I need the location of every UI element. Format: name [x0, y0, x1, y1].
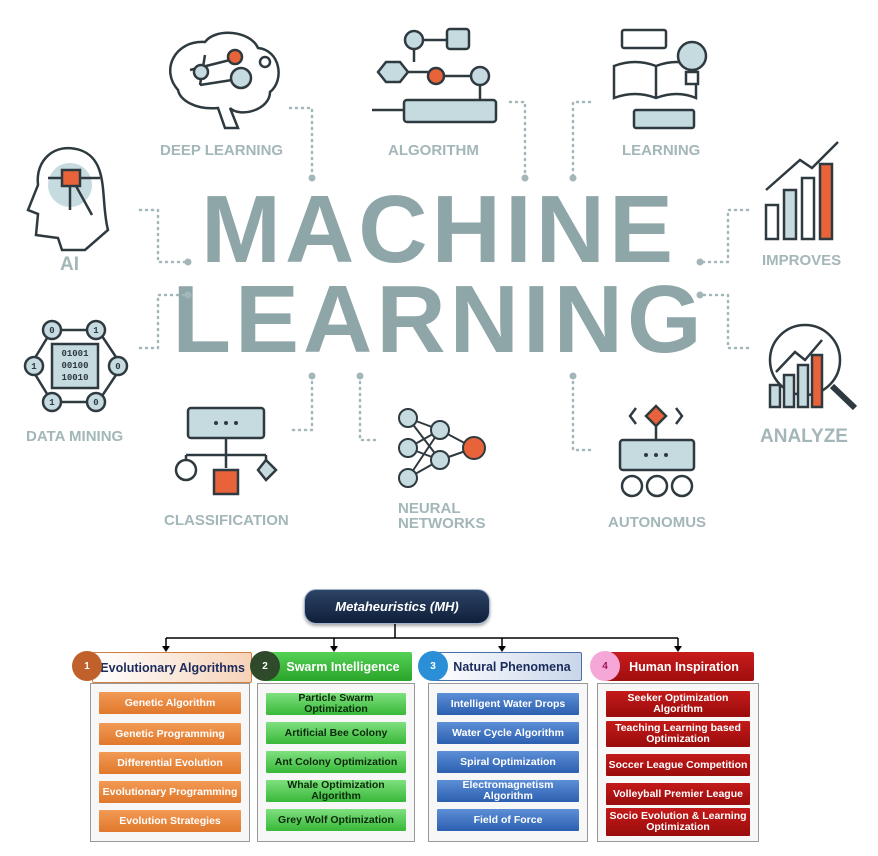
- connector-classification: [288, 374, 314, 432]
- list-item: Whale Optimization Algorithm: [266, 780, 406, 802]
- list-item: Artificial Bee Colony: [266, 722, 406, 744]
- brain-network-icon: [168, 31, 280, 130]
- category-human: Human Inspiration: [604, 652, 754, 681]
- label-autonomus: AUTONOMUS: [608, 514, 707, 531]
- label-improves: IMPROVES: [762, 252, 842, 269]
- list-item: Evolutionary Programming: [99, 781, 241, 803]
- connector-ai: [138, 208, 190, 264]
- connector-autonomus: [571, 374, 592, 452]
- classification-tree-icon: [174, 406, 278, 496]
- label-learning: LEARNING: [622, 142, 701, 159]
- algorithm-flow-icon: [372, 27, 498, 124]
- list-item: Field of Force: [437, 809, 579, 831]
- column-evolutionary: Genetic Algorithm Genetic Programming Di…: [90, 683, 250, 842]
- category-label: Human Inspiration: [629, 659, 739, 674]
- list-item: Evolution Strategies: [99, 810, 241, 832]
- label-data-mining: DATA MINING: [26, 428, 124, 445]
- label-deep-learning: DEEP LEARNING: [160, 142, 284, 159]
- machine-title: MACHINE: [201, 176, 677, 283]
- autonomous-robot-icon: [618, 404, 696, 498]
- svg-text:1: 1: [93, 326, 99, 336]
- svg-text:00100: 00100: [61, 361, 88, 371]
- svg-text:10010: 10010: [61, 373, 88, 383]
- list-item: Spiral Optimization: [437, 751, 579, 773]
- bar-chart-icon: [764, 141, 839, 241]
- list-item: Seeker Optimization Algorithm: [606, 691, 750, 717]
- svg-text:1: 1: [49, 398, 55, 408]
- svg-text:01001: 01001: [61, 349, 89, 359]
- label-analyze: ANALYZE: [760, 426, 848, 447]
- svg-text:1: 1: [31, 362, 37, 372]
- connector-data-mining: [138, 293, 190, 350]
- list-item: Ant Colony Optimization: [266, 751, 406, 773]
- category-label: Evolutionary Algorithms: [100, 660, 245, 675]
- connector-deep-learning: [288, 106, 314, 180]
- list-item: Differential Evolution: [99, 752, 241, 774]
- list-item: Electromagnetism Algorithm: [437, 780, 579, 802]
- list-item: Grey Wolf Optimization: [266, 809, 406, 831]
- book-bulb-icon: [612, 28, 708, 130]
- list-item: Particle Swarm Optimization: [266, 693, 406, 715]
- category-label: Natural Phenomena: [453, 659, 571, 674]
- column-human: Seeker Optimization Algorithm Teaching L…: [597, 683, 759, 842]
- svg-text:0: 0: [115, 362, 120, 372]
- connector-algorithm: [508, 100, 527, 180]
- data-mining-icon: [23, 319, 129, 413]
- category-evolutionary: Evolutionary Algorithms: [92, 652, 252, 683]
- connector-improves: [698, 208, 750, 264]
- label-neural: NEURAL: [398, 500, 461, 517]
- category-badge-2: 2: [250, 651, 280, 681]
- column-swarm: Particle Swarm Optimization Artificial B…: [257, 683, 415, 842]
- list-item: Soccer League Competition: [606, 754, 750, 776]
- category-badge-1: 1: [72, 651, 102, 681]
- analyze-magnifier-icon: [768, 323, 858, 411]
- list-item: Socio Evolution & Learning Optimization: [606, 808, 750, 836]
- label-ai: AI: [60, 254, 79, 275]
- list-item: Volleyball Premier League: [606, 783, 750, 805]
- label-algorithm: ALGORITHM: [388, 142, 479, 159]
- list-item: Water Cycle Algorithm: [437, 722, 579, 744]
- list-item: Genetic Programming: [99, 723, 241, 745]
- label-classification: CLASSIFICATION: [164, 512, 289, 529]
- connector-learning: [571, 100, 592, 180]
- metaheuristics-root: Metaheuristics (MH): [304, 589, 490, 624]
- list-item: Genetic Algorithm: [99, 692, 241, 714]
- connector-analyze: [698, 293, 750, 350]
- category-label: Swarm Intelligence: [286, 659, 400, 674]
- svg-text:0: 0: [49, 326, 54, 336]
- column-natural: Intelligent Water Drops Water Cycle Algo…: [428, 683, 588, 842]
- category-natural: Natural Phenomena: [432, 652, 582, 681]
- ai-head-icon: [26, 147, 110, 252]
- category-badge-4: 4: [590, 651, 620, 681]
- list-item: Teaching Learning based Optimization: [606, 721, 750, 747]
- connector-neural: [358, 374, 382, 442]
- list-item: Intelligent Water Drops: [437, 693, 579, 715]
- category-badge-3: 3: [418, 651, 448, 681]
- category-swarm: Swarm Intelligence: [264, 652, 412, 681]
- learning-title: LEARNING: [172, 266, 706, 373]
- neural-network-icon: [398, 408, 486, 488]
- label-networks: NETWORKS: [398, 515, 486, 532]
- svg-text:0: 0: [93, 398, 98, 408]
- binary-text: 01001 00100 10010 0 1 1 0 1 0: [31, 326, 120, 408]
- ml-icons: 01001 00100 10010 0 1 1 0 1 0: [23, 27, 858, 498]
